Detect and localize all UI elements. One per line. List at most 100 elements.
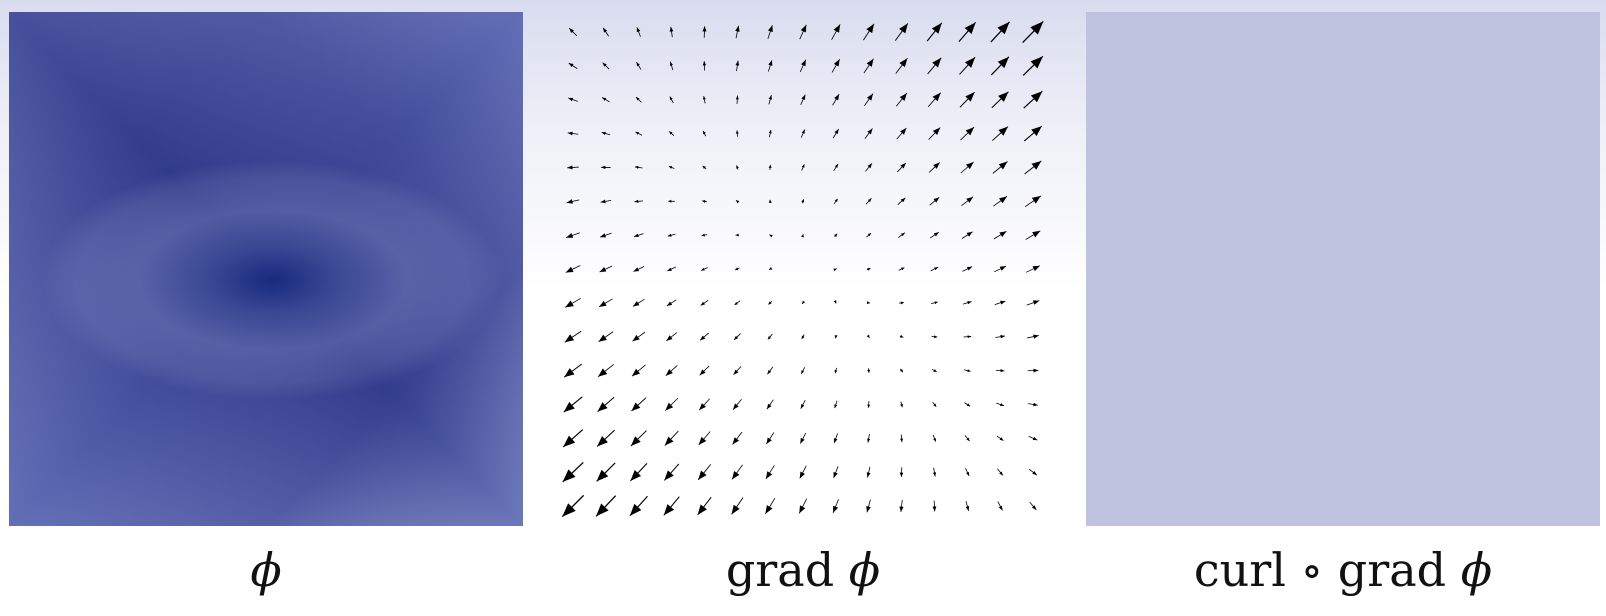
gradient-arrow: [864, 128, 873, 139]
gradient-arrow: [799, 24, 807, 40]
phi-symbol: ϕ: [250, 543, 282, 597]
arrow-head: [834, 370, 838, 374]
gradient-arrow: [1028, 468, 1038, 476]
arrow-head: [566, 232, 574, 238]
phi-symbol: ϕ: [1460, 543, 1493, 597]
gradient-arrow: [866, 267, 871, 271]
gradient-arrow: [1024, 195, 1042, 208]
gradient-arrow: [994, 300, 1006, 306]
gradient-arrow: [932, 500, 937, 512]
arrow-head: [630, 436, 641, 446]
arrow-head: [834, 198, 838, 203]
gradient-arrow: [993, 196, 1008, 207]
scalar-field-phi: [9, 12, 523, 526]
gradient-arrow: [959, 91, 975, 108]
arrow-head: [900, 403, 903, 408]
arrow-head: [563, 401, 575, 413]
arrow-head: [900, 197, 906, 203]
arrow-head: [1032, 230, 1041, 238]
arrow-head: [801, 129, 805, 134]
gradient-arrow: [931, 368, 937, 373]
arrow-head: [966, 196, 974, 203]
arrow-head: [669, 26, 674, 32]
gradient-arrow: [965, 468, 970, 477]
arrow-head: [697, 504, 707, 515]
arrow-head: [933, 232, 939, 237]
arrow-head: [732, 437, 740, 445]
gradient-arrow: [665, 397, 679, 411]
arrow-head: [934, 301, 938, 305]
arrow-head: [736, 165, 739, 169]
gradient-arrow: [834, 400, 838, 409]
arrow-head: [802, 300, 806, 304]
gradient-arrow: [996, 402, 1005, 407]
arrow-head: [736, 200, 740, 204]
gradient-arrow: [959, 56, 976, 75]
gradient-arrow: [1023, 125, 1043, 142]
gradient-vector-field: [553, 12, 1053, 526]
gradient-arrow: [927, 57, 942, 75]
arrow-head: [702, 61, 707, 66]
arrow-head: [800, 437, 805, 444]
arrow-head: [768, 95, 772, 100]
gradient-arrow: [767, 25, 773, 39]
gradient-arrow: [932, 434, 937, 442]
gradient-arrow: [668, 165, 675, 169]
arrow-head: [667, 233, 672, 237]
gradient-arrow: [700, 299, 709, 306]
gradient-arrow: [1027, 368, 1039, 373]
arrow-head: [602, 97, 607, 101]
arrow-head: [700, 301, 705, 306]
arrow-head: [702, 165, 706, 169]
arrow-head: [699, 369, 706, 376]
gradient-arrow: [864, 93, 874, 107]
arrow-head: [633, 233, 639, 238]
gradient-arrow: [832, 128, 839, 139]
gradient-arrow: [565, 297, 581, 308]
gradient-arrow: [668, 199, 675, 203]
arrow-head: [702, 96, 706, 100]
arrow-head: [669, 61, 673, 66]
arrow-head: [932, 127, 941, 136]
arrow-head: [698, 470, 707, 480]
gradient-arrow: [632, 298, 645, 307]
arrow-head: [703, 130, 706, 135]
arrow-head: [933, 403, 937, 407]
gradient-arrow: [1023, 90, 1043, 109]
caption-grad-phi: grad ϕ: [553, 540, 1053, 600]
arrow-head: [933, 369, 937, 372]
gradient-arrow: [833, 466, 839, 479]
gradient-arrow: [735, 130, 739, 137]
gradient-arrow: [769, 234, 773, 238]
gradient-arrow: [567, 165, 579, 170]
arrow-head: [934, 267, 939, 271]
gradient-arrow: [731, 497, 744, 515]
gradient-arrow: [768, 266, 773, 270]
gradient-arrow: [664, 430, 679, 446]
arrow-head: [734, 301, 738, 305]
arrow-head: [965, 161, 974, 170]
gradient-arrow: [598, 298, 613, 308]
gradient-arrow: [601, 131, 611, 136]
gradient-arrow: [1025, 230, 1041, 240]
gradient-arrow: [962, 301, 972, 305]
gradient-arrow: [768, 129, 772, 138]
arrow-head: [635, 131, 640, 135]
arrow-head: [663, 504, 675, 516]
gradient-arrow: [597, 364, 614, 378]
gradient-arrow: [701, 267, 708, 271]
arrow-head: [999, 266, 1006, 271]
arrow-head: [665, 369, 673, 376]
arrow-head: [568, 63, 574, 68]
arrow-head: [597, 435, 608, 447]
gradient-arrow: [867, 433, 871, 443]
arrow-head: [900, 128, 907, 135]
arrow-head: [733, 403, 739, 410]
gradient-arrow: [601, 97, 610, 103]
gradient-arrow: [702, 26, 707, 38]
arrow-head: [934, 335, 938, 339]
gradient-arrow: [568, 97, 578, 102]
gradient-arrow: [928, 127, 941, 140]
gradient-arrow: [965, 500, 970, 512]
arrow-head: [964, 57, 976, 68]
